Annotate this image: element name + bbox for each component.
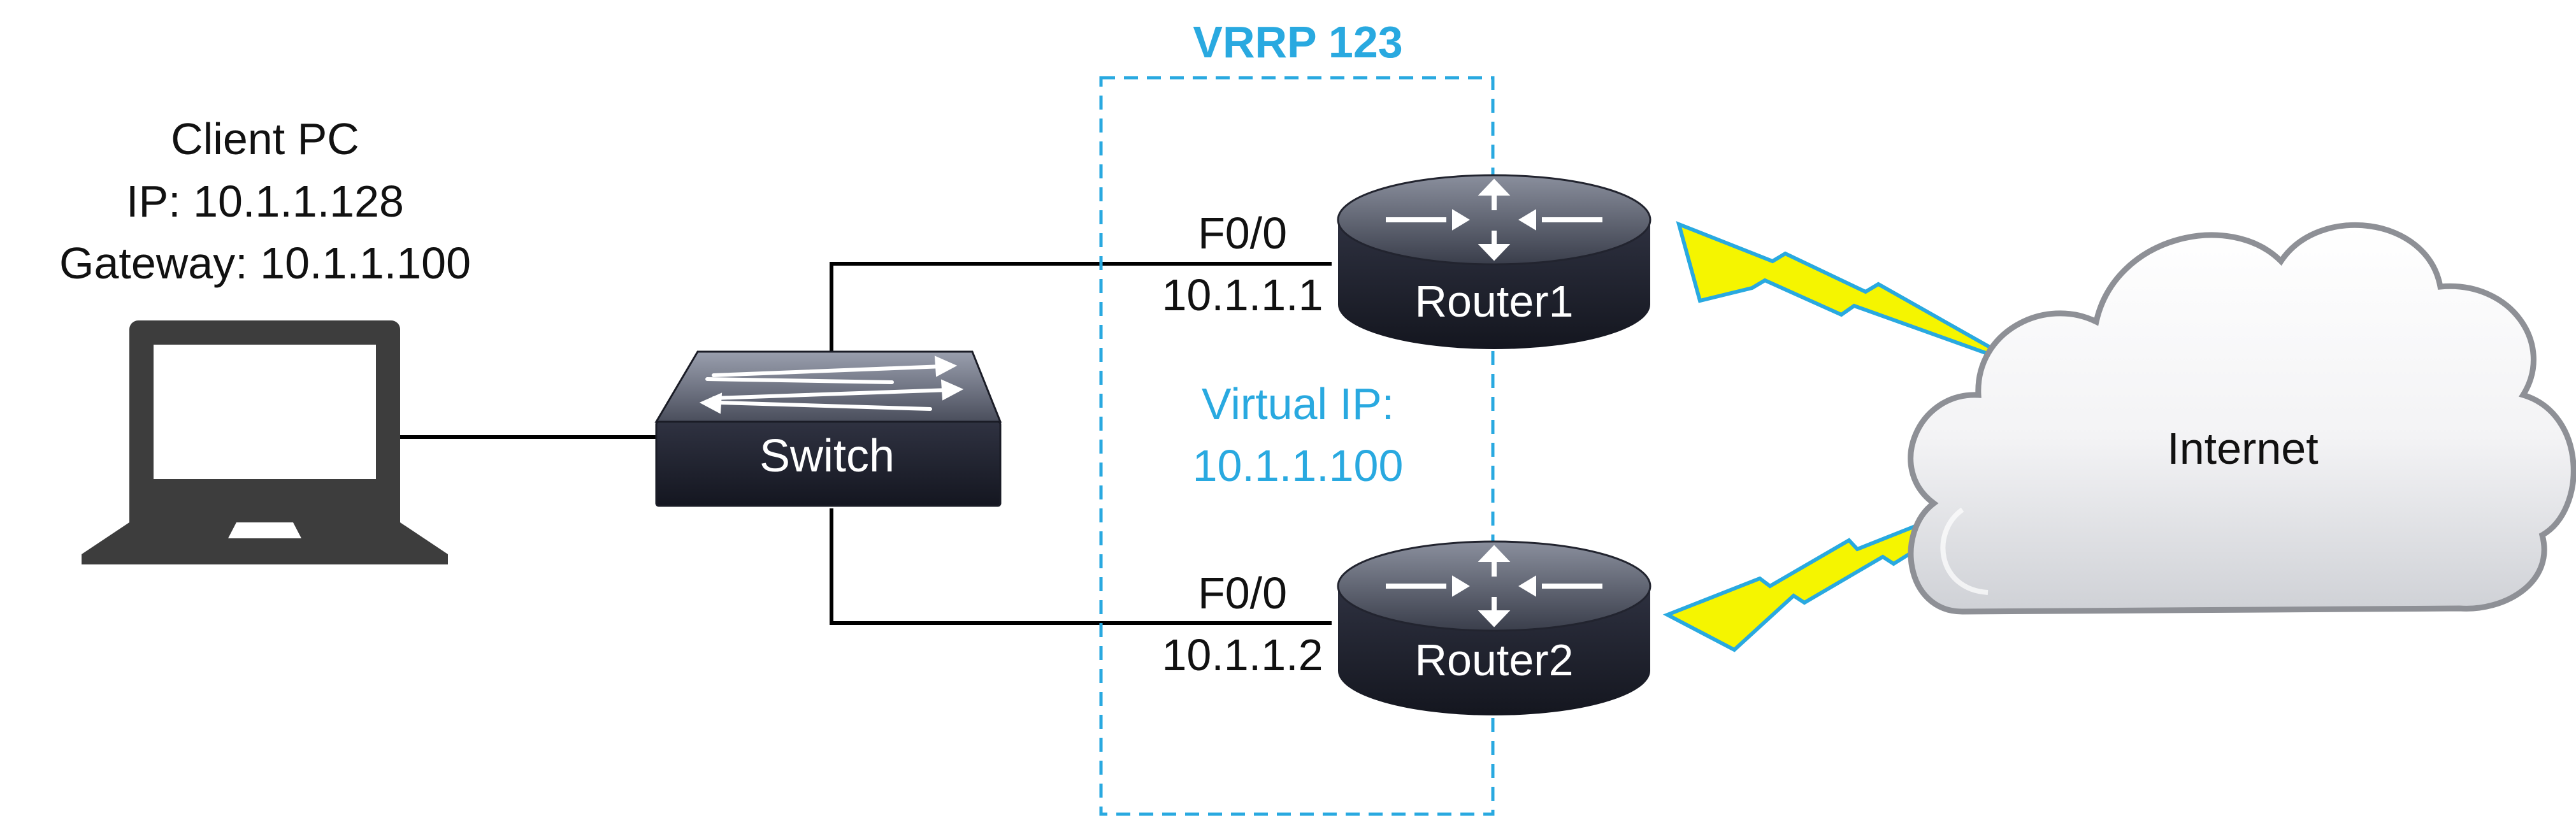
- link-switch-router1: [830, 262, 1332, 352]
- router2-interface: F0/0: [1198, 568, 1287, 618]
- router1-label: Router1: [1414, 276, 1573, 326]
- vrrp-title: VRRP 123: [1193, 17, 1402, 67]
- router1-interface: F0/0: [1198, 208, 1287, 258]
- router1-icon: [1337, 174, 1651, 349]
- lightning-bolt-icon-router1: [1676, 221, 2026, 369]
- router2-ip: 10.1.1.2: [1162, 630, 1323, 680]
- router1-arrows-icon: [1386, 178, 1602, 261]
- client-name: Client PC: [171, 114, 359, 164]
- switch-icon: [654, 350, 1002, 507]
- laptop-icon: [82, 320, 448, 564]
- link-switch-router2: [830, 508, 1332, 625]
- switch-arrows-icon: [699, 355, 964, 414]
- router1-ip: 10.1.1.1: [1162, 270, 1323, 320]
- virtual-ip-label: Virtual IP:: [1202, 379, 1394, 429]
- client-gateway: Gateway: 10.1.1.100: [59, 238, 471, 288]
- network-links: [398, 262, 1332, 625]
- client-ip: IP: 10.1.1.128: [126, 176, 404, 226]
- router2-label: Router2: [1414, 635, 1573, 685]
- virtual-ip-value: 10.1.1.100: [1193, 441, 1404, 491]
- cloud-icon: [1908, 222, 2576, 615]
- switch-label: Switch: [759, 431, 895, 482]
- vrrp-group-box: [1099, 76, 1495, 816]
- router2-arrows-icon: [1386, 545, 1602, 628]
- internet-label: Internet: [2167, 424, 2318, 473]
- router2-icon: [1337, 540, 1651, 715]
